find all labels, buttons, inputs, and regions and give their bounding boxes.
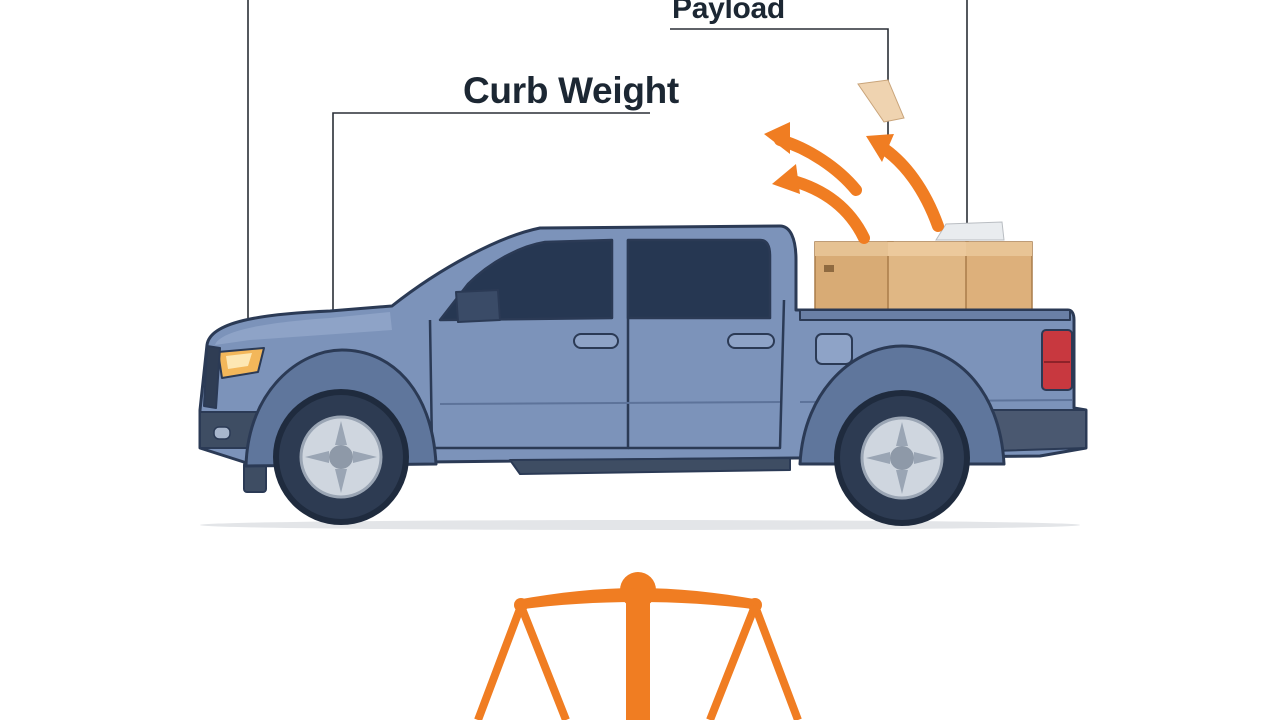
side-mirror [455, 289, 501, 323]
rocker-panel [509, 457, 791, 475]
payload-label: Payload [672, 0, 785, 25]
leader-line-curb-weight [332, 112, 650, 345]
cargo-box-right-top [966, 242, 1032, 256]
floating-packet [857, 79, 905, 123]
body-crease [439, 401, 781, 405]
fog-light [213, 426, 231, 440]
truck-bed-rail [799, 309, 1071, 321]
cargo-box-left-top [815, 242, 893, 256]
scale-right-pan [706, 604, 802, 720]
grille [203, 345, 221, 409]
hood-highlight [215, 312, 392, 345]
door-seam-rear [628, 299, 786, 450]
arrow-head-3 [866, 134, 894, 162]
door-handle-rear [727, 333, 775, 349]
arrow-head-2 [764, 122, 790, 154]
balance-scale-icon [474, 572, 802, 720]
window-rear [626, 238, 772, 320]
door-handle-front [573, 333, 619, 349]
arrow-heads [764, 122, 894, 194]
cargo-label-sticker [824, 265, 834, 272]
upward-arrows [774, 134, 944, 244]
scale-post [626, 590, 650, 720]
cargo-boxes [814, 79, 1033, 311]
tail-light [1041, 329, 1073, 391]
cargo-box-middle-top [888, 242, 968, 256]
arrow-head-1 [772, 164, 800, 194]
leader-line-payload [670, 28, 889, 138]
door-seam-front [428, 240, 630, 450]
ground-shadow [200, 520, 1080, 530]
curb-weight-label: Curb Weight [463, 70, 679, 111]
fuel-door [815, 333, 853, 365]
arrow-curve-1 [784, 174, 870, 244]
rear-wheel [834, 390, 970, 526]
front-wheel [273, 389, 409, 525]
arrow-curve-3 [874, 140, 944, 232]
leader-lines [247, 0, 968, 345]
scale-left-pan [474, 604, 570, 720]
package-wrap [935, 221, 1005, 241]
headlight-lens [226, 353, 252, 369]
